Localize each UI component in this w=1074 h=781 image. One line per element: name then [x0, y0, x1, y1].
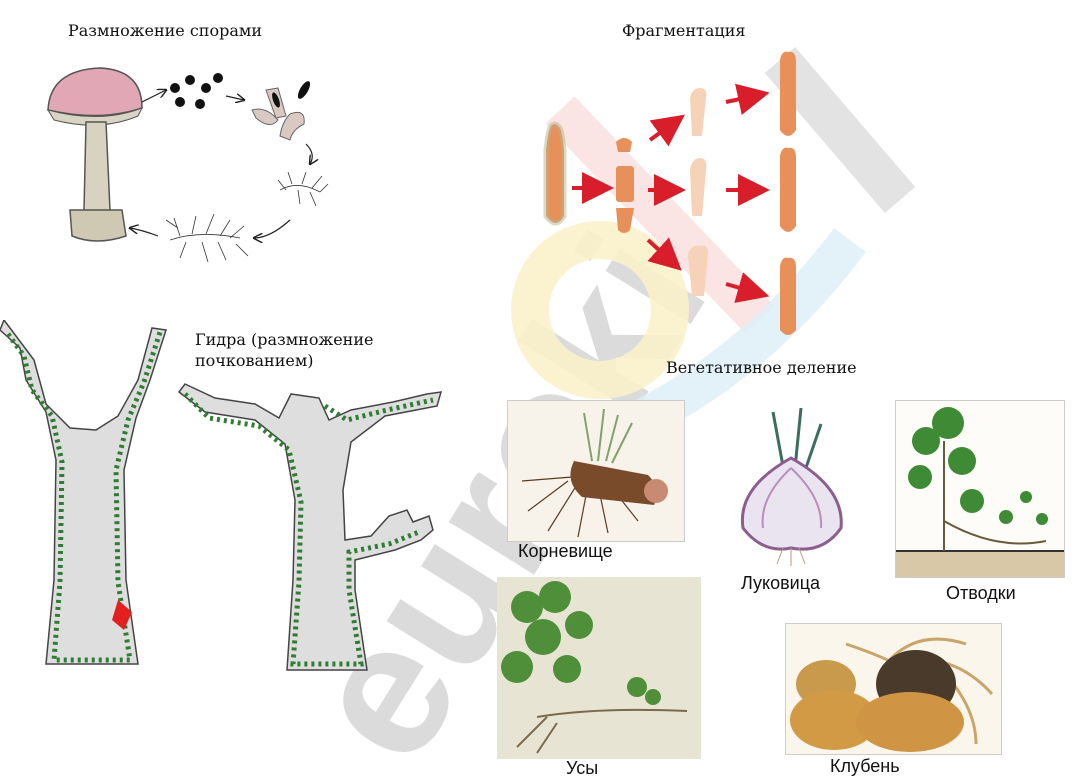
mushroom-icon [46, 67, 144, 242]
mycelium-small-icon [277, 171, 329, 207]
vegetative-title: Вегетативное деление [666, 358, 857, 377]
bulb-image [723, 408, 861, 568]
hydra-right-icon [177, 383, 443, 671]
planaria-pieces-icon [616, 138, 634, 233]
rhizome-image [507, 400, 685, 542]
germinating-spores-icon [251, 81, 311, 141]
tuber-image [785, 623, 1002, 755]
hydra-title-line2: почкованием) [195, 351, 314, 370]
fragmentation-diagram [543, 51, 796, 335]
tuber-label: Клубень [830, 756, 900, 776]
runners-image [497, 577, 701, 759]
rhizome-label: Корневище [518, 541, 613, 561]
spore-cycle-diagram [46, 67, 329, 263]
runners-label: Усы [566, 758, 599, 778]
planaria-regenerating-icons [688, 51, 796, 335]
planaria-whole-icon [543, 121, 567, 226]
spores-dots-icon [170, 73, 223, 109]
hydra-title-line1: Гидра (размножение [195, 330, 374, 349]
fragmentation-title: Фрагментация [622, 21, 746, 40]
hydra-left-icon [0, 320, 167, 665]
layering-label: Отводки [946, 583, 1016, 603]
mycelium-large-icon [165, 213, 249, 263]
layering-image [895, 400, 1065, 578]
bulb-label: Луковица [741, 573, 821, 593]
spores-title: Размножение спорами [68, 21, 262, 40]
